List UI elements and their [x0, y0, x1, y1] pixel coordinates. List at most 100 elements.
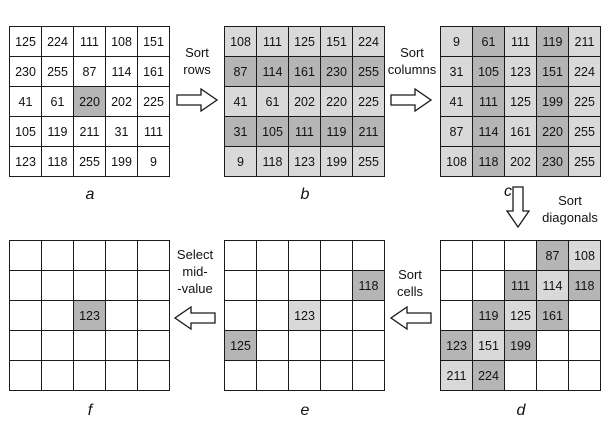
grid-cell: 108	[568, 240, 601, 271]
step-label-sort-rows: Sort rows	[183, 45, 211, 77]
grid-cell: 151	[536, 56, 569, 87]
grid-cell	[288, 270, 321, 301]
grid-cell: 211	[352, 116, 385, 147]
grid-cell	[472, 270, 505, 301]
grid-cell	[224, 300, 257, 331]
grid-cell: 119	[41, 116, 74, 147]
grid-cell	[256, 240, 289, 271]
grid-cell	[320, 330, 353, 361]
grid-cell: 199	[536, 86, 569, 117]
grid-cell: 211	[73, 116, 106, 147]
grid-cell: 111	[504, 270, 537, 301]
panel-c-caption: c	[504, 183, 512, 200]
grid-cell	[320, 300, 353, 331]
grid-cell	[352, 330, 385, 361]
grid-cell: 125	[504, 300, 537, 331]
grid-cell: 108	[105, 26, 138, 57]
grid-cell: 87	[224, 56, 257, 87]
grid-cell: 31	[224, 116, 257, 147]
grid-row	[9, 240, 170, 271]
grid-cell: 119	[536, 26, 569, 57]
grid-row: 125	[224, 330, 385, 361]
grid-cell: 111	[504, 26, 537, 57]
grid-cell: 199	[504, 330, 537, 361]
grid-cell	[472, 240, 505, 271]
grid-cell: 224	[41, 26, 74, 57]
grid-cell: 41	[224, 86, 257, 117]
grid-cell: 61	[256, 86, 289, 117]
grid-row	[224, 240, 385, 271]
grid-cell: 87	[536, 240, 569, 271]
grid-cell: 41	[9, 86, 42, 117]
grid-cell: 199	[320, 146, 353, 177]
grid-cell: 114	[536, 270, 569, 301]
grid-cell: 114	[105, 56, 138, 87]
grid-cell: 224	[352, 26, 385, 57]
grid-cell	[568, 300, 601, 331]
grid-cell: 161	[137, 56, 170, 87]
grid-cell	[256, 300, 289, 331]
grid-cell: 220	[536, 116, 569, 147]
grid-cell	[440, 300, 473, 331]
grid-cell: 114	[472, 116, 505, 147]
grid-cell: 105	[472, 56, 505, 87]
grid-cell	[105, 270, 138, 301]
step-label-select-mid-value: Select mid- -value	[176, 247, 214, 296]
grid-cell	[9, 300, 42, 331]
grid-cell: 151	[472, 330, 505, 361]
step-label-sort-columns: Sort columns	[387, 45, 437, 77]
grid-cell	[137, 360, 170, 391]
right-arrow-icon-b-to-c	[390, 88, 432, 112]
grid-cell: 111	[288, 116, 321, 147]
grid-cell: 255	[352, 56, 385, 87]
grid-cell	[41, 270, 74, 301]
grid-cell: 87	[440, 116, 473, 147]
grid-cell: 202	[105, 86, 138, 117]
grid-cell	[105, 240, 138, 271]
grid-cell	[41, 360, 74, 391]
grid-cell: 161	[536, 300, 569, 331]
grid-cell	[504, 240, 537, 271]
grid-cell	[536, 330, 569, 361]
grid-cell	[224, 240, 257, 271]
grid-cell: 111	[137, 116, 170, 147]
grid-cell: 255	[568, 116, 601, 147]
grid-cell	[320, 240, 353, 271]
grid-cell: 61	[472, 26, 505, 57]
grid-cell: 225	[137, 86, 170, 117]
grid-cell	[256, 360, 289, 391]
grid-cell: 41	[440, 86, 473, 117]
grid-cell	[137, 330, 170, 361]
grid-cell	[288, 360, 321, 391]
grid-cell	[73, 330, 106, 361]
grid-cell	[440, 270, 473, 301]
grid-cell: 125	[9, 26, 42, 57]
grid-cell: 123	[9, 146, 42, 177]
grid-cell: 61	[41, 86, 74, 117]
grid-cell: 255	[73, 146, 106, 177]
grid-cell: 211	[568, 26, 601, 57]
grid-cell: 111	[256, 26, 289, 57]
grid-cell: 119	[472, 300, 505, 331]
grid-cell: 87	[73, 56, 106, 87]
panel-e-caption: e	[300, 402, 310, 419]
grid-cell: 114	[256, 56, 289, 87]
step-label-sort-cells: Sort cells	[396, 267, 423, 299]
grid-cell: 9	[137, 146, 170, 177]
